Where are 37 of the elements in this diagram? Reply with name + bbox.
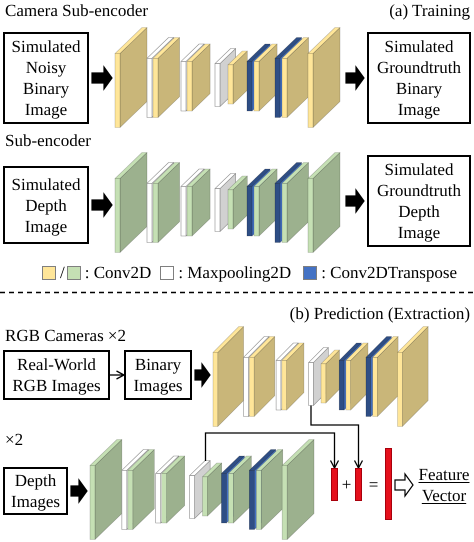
- legend-label: : Conv2DTranspose: [321, 262, 458, 283]
- block-arrow: [91, 192, 113, 218]
- block-arrow: [70, 478, 88, 504]
- data-box: Simulated Noisy Binary Image: [3, 32, 89, 124]
- block-arrow: [345, 188, 365, 214]
- cnn-layers-drawing: [213, 326, 431, 427]
- data-box: Depth Images: [3, 467, 68, 515]
- legend-label: /: [60, 262, 65, 283]
- data-box: Simulated Groundtruth Depth Image: [367, 155, 471, 247]
- equals-sign: =: [368, 474, 380, 495]
- connector-arrow: [310, 406, 364, 469]
- output-label: Feature Vector: [416, 464, 472, 506]
- legend-label: : Maxpooling2D: [178, 262, 292, 283]
- section-heading: RGB Cameras ×2: [5, 325, 126, 346]
- cnn-layers-drawing: [115, 27, 343, 128]
- cnn-layers-drawing: [90, 439, 317, 540]
- panel-title: (b) Prediction (Extraction): [290, 303, 470, 324]
- data-box: Simulated Groundtruth Binary Image: [367, 32, 471, 124]
- data-box: Real-World RGB Images: [3, 350, 110, 400]
- data-box: Binary Images: [124, 350, 192, 400]
- legend-label: : Conv2D: [84, 262, 152, 283]
- panel-title: (a) Training: [389, 0, 470, 21]
- cnn-layers-drawing: [115, 152, 343, 253]
- connector-arrow: [110, 370, 125, 380]
- block-arrow: [345, 65, 365, 91]
- plus-sign: +: [340, 474, 352, 495]
- block-arrow: [394, 472, 414, 498]
- data-box: Simulated Depth Image: [3, 166, 89, 244]
- feature-bar: [385, 448, 392, 520]
- feature-bar: [331, 468, 338, 501]
- section-heading: ×2: [5, 429, 24, 450]
- block-arrow: [194, 362, 211, 388]
- section-heading: Camera Sub-encoder: [5, 0, 148, 21]
- feature-bar: [355, 468, 362, 501]
- connector-arrow: [204, 432, 340, 469]
- block-arrow: [91, 65, 113, 91]
- section-heading: Sub-encoder: [5, 130, 91, 151]
